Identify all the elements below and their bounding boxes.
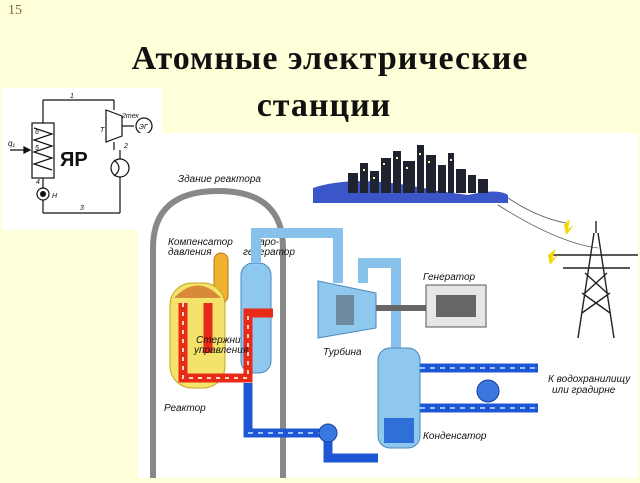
pressurizer-label-2: давления [168, 247, 212, 258]
steamgen-label-1: Паро- [252, 237, 280, 248]
reservoir-label-2: или градирне [552, 385, 616, 396]
rods-label-2: управления [193, 345, 249, 356]
schematic-point-4: 4 [36, 179, 40, 186]
schematic-point-2: 2 [123, 143, 128, 150]
rods-label-1: Стержни [196, 335, 241, 346]
schematic-point-5: 5 [35, 145, 39, 152]
schematic-point-3: 3 [80, 205, 84, 212]
slide-title-line-1: Атомные электрические [131, 40, 529, 77]
slide-number: 15 [8, 3, 22, 18]
schematic-generator-label: ЭГ [139, 124, 149, 131]
schematic-box-label: ЯР [60, 149, 88, 171]
reactor-schematic: ЯР ЭГ Т Н q₁ 2тех 1 2 3 4 5 6 [2, 88, 162, 230]
feed-pump [318, 423, 338, 443]
turbine [317, 280, 377, 339]
transmission-tower [553, 221, 638, 339]
plant-diagram: Здание реактора Компенсатор давления Пар… [138, 133, 638, 478]
generator [425, 284, 487, 328]
condenser-label: Конденсатор [423, 431, 487, 442]
turbine-label: Турбина [323, 346, 362, 358]
city-skyline [313, 145, 508, 203]
cooling-pump [476, 379, 500, 403]
schematic-turbine-label: Т [100, 127, 105, 134]
slide-title-line-2: станции [256, 87, 392, 124]
reactor-label: Реактор [164, 403, 206, 414]
reservoir-label-1: К водохранилищу [548, 374, 631, 385]
generator-label: Генератор [423, 272, 476, 283]
schematic-point-1: 1 [70, 93, 74, 100]
schematic-out-label: 2тех [121, 113, 139, 120]
schematic-heat-label: q₁ [8, 139, 15, 148]
schematic-point-6: 6 [35, 129, 39, 136]
pressurizer-label-1: Компенсатор [168, 237, 233, 248]
building-label: Здание реактора [178, 174, 261, 185]
condenser [377, 347, 421, 449]
steamgen-label-2: генератор [243, 247, 295, 258]
schematic-pump-label: Н [52, 193, 58, 200]
